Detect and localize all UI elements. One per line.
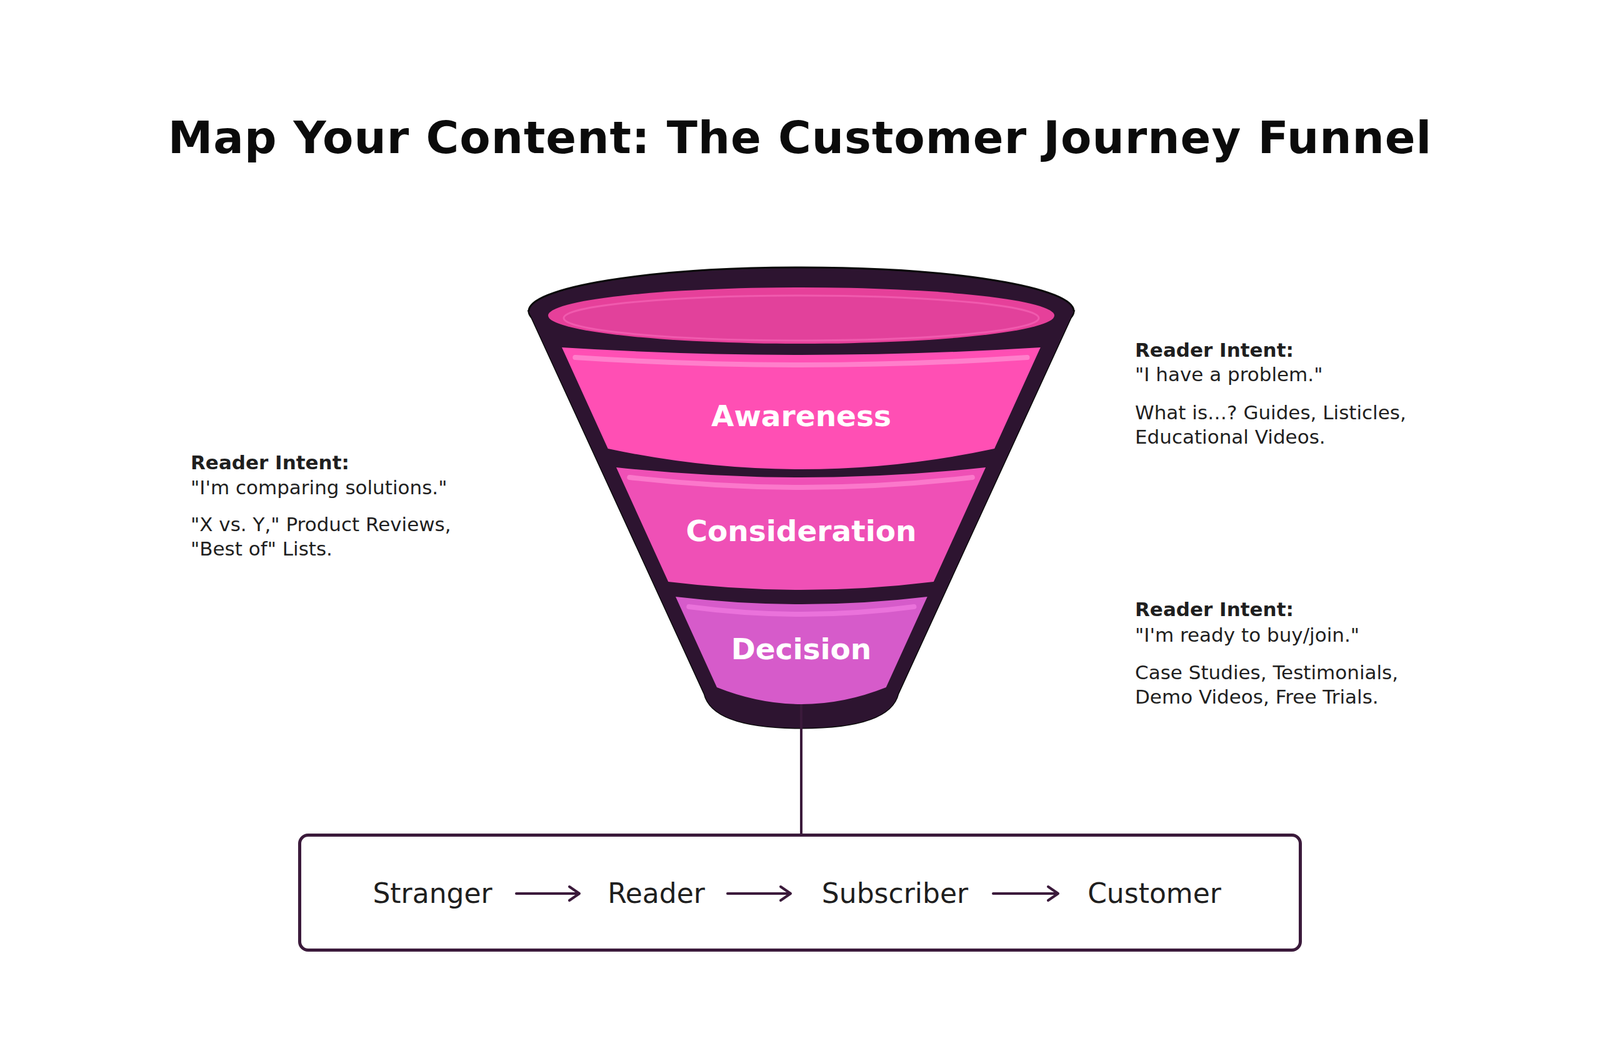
funnel-body [528, 311, 1074, 729]
funnel-stage-band: Awareness [561, 347, 1041, 470]
journey-box: Stranger Reader Subscriber Customer [298, 833, 1302, 952]
journey-step: Stranger [372, 876, 492, 909]
band-highlight [688, 606, 914, 615]
band-fill [675, 596, 928, 705]
arrow-head [780, 886, 791, 901]
band-highlight [575, 357, 1027, 365]
band-fill [616, 467, 986, 590]
intent-note: "I have a problem." [1135, 362, 1573, 387]
stage-label: Consideration [616, 513, 986, 549]
arrow-line [993, 892, 1057, 895]
funnel-stage-band: Consideration [616, 467, 986, 590]
band-highlight [630, 477, 974, 488]
arrow-line [727, 892, 790, 895]
journey-step: Subscriber [821, 876, 969, 909]
intent-note: "X vs. Y," Product Reviews, "Best of" Li… [190, 512, 485, 562]
intent-note: "I'm ready to buy/join." [1135, 623, 1573, 648]
funnel-stage-band: Decision [675, 596, 928, 705]
arrow-line [516, 892, 579, 895]
diagram-title: Map Your Content: The Customer Journey F… [0, 111, 1600, 164]
intent-note: Case Studies, Testimonials, Demo Videos,… [1135, 660, 1432, 710]
funnel-body-fill [528, 311, 1074, 729]
intent-note: What is…? Guides, Listicles, Educational… [1135, 400, 1467, 450]
band-fill [561, 347, 1041, 470]
journey-step: Reader [607, 876, 705, 909]
journey-step: Customer [1087, 876, 1222, 909]
arrow-head [569, 886, 580, 901]
connector-line [800, 704, 803, 834]
arrow-head [1048, 886, 1059, 901]
intent-heading: Reader Intent: [1135, 338, 1573, 363]
intent-note: "I'm comparing solutions." [190, 475, 629, 500]
funnel-opening [548, 287, 1055, 344]
funnel-opening-inner [563, 295, 1039, 341]
journey-arrows [516, 886, 1059, 901]
stage-label: Decision [675, 631, 928, 667]
stage-label: Awareness [561, 398, 1041, 434]
intent-heading: Reader Intent: [190, 450, 629, 475]
intent-heading: Reader Intent: [1135, 597, 1573, 622]
